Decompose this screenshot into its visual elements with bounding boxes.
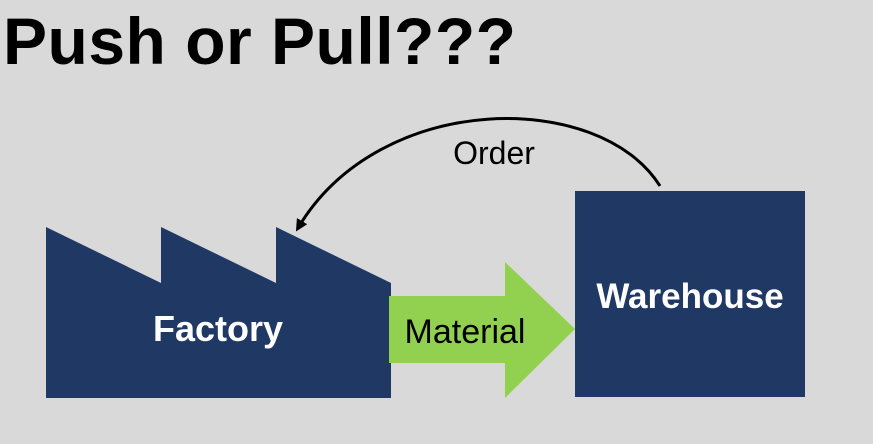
factory-shape [46,227,391,398]
slide-title: Push or Pull??? [3,4,517,78]
factory-label: Factory [153,308,283,349]
warehouse-label: Warehouse [596,277,783,316]
material-arrow [389,262,575,398]
material-label: Material [405,313,526,351]
order-label: Order [453,135,535,171]
warehouse-box [575,191,805,397]
order-arrow [295,117,662,232]
